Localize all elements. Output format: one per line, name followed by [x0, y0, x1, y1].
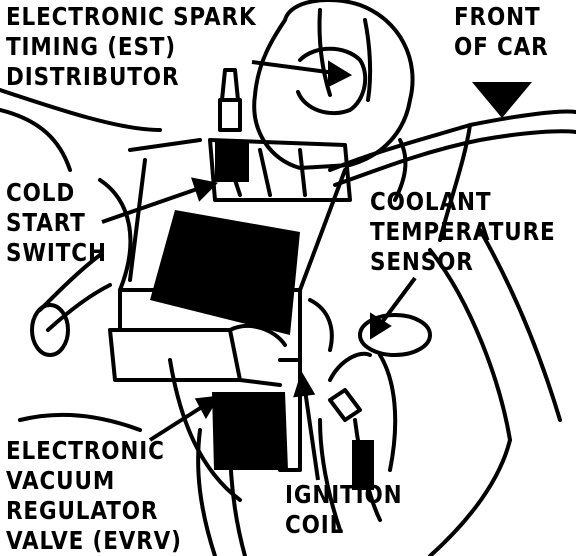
- label-evrv: ELECTRONIC VACUUM REGULATOR VALVE (EVRV): [6, 436, 182, 556]
- front-arrow: [472, 82, 532, 118]
- pointer-distributor: [251, 60, 336, 75]
- label-cold-start-line-3: SWITCH: [6, 238, 107, 267]
- label-evrv-line-3: REGULATOR: [6, 496, 159, 525]
- label-evrv-line-4: VALVE (EVRV): [6, 526, 182, 555]
- label-distributor-line-3: DISTRIBUTOR: [6, 62, 180, 91]
- label-evrv-line-1: ELECTRONIC: [6, 436, 165, 465]
- label-cold-start-switch: COLD START SWITCH: [6, 178, 107, 268]
- vacuum-port: [218, 98, 242, 132]
- evrv-valve: [212, 392, 288, 470]
- label-evrv-line-2: VACUUM: [6, 466, 116, 495]
- label-front-line-1: FRONT: [454, 2, 541, 31]
- pointer-ignition: [303, 389, 320, 481]
- label-distributor-line-2: TIMING (EST): [6, 32, 176, 61]
- label-front-line-2: OF CAR: [454, 32, 549, 61]
- distributor-cap: [252, 0, 415, 170]
- sensor-connector: [328, 351, 372, 382]
- label-coolant-line-1: COOLANT: [370, 187, 492, 216]
- label-ignition-line-2: COIL: [285, 510, 345, 539]
- pointer-coolant: [378, 276, 417, 327]
- pointer-cold-start: [101, 186, 201, 224]
- control-module: [150, 210, 300, 335]
- label-distributor-line-1: ELECTRONIC SPARK: [6, 2, 257, 31]
- label-cold-start-line-1: COLD: [6, 178, 76, 207]
- label-coolant-line-2: TEMPERATURE: [370, 217, 556, 246]
- label-coolant-sensor: COOLANT TEMPERATURE SENSOR: [370, 187, 556, 277]
- label-ignition-coil: IGNITION COIL: [285, 480, 402, 540]
- wiring-harness: [328, 109, 576, 172]
- label-coolant-line-3: SENSOR: [370, 247, 474, 276]
- label-distributor: ELECTRONIC SPARK TIMING (EST) DISTRIBUTO…: [6, 2, 257, 92]
- label-ignition-line-1: IGNITION: [285, 480, 403, 509]
- label-front-of-car: FRONT OF CAR: [454, 2, 549, 62]
- pointer-evrv: [148, 403, 207, 442]
- label-cold-start-line-2: START: [6, 208, 86, 237]
